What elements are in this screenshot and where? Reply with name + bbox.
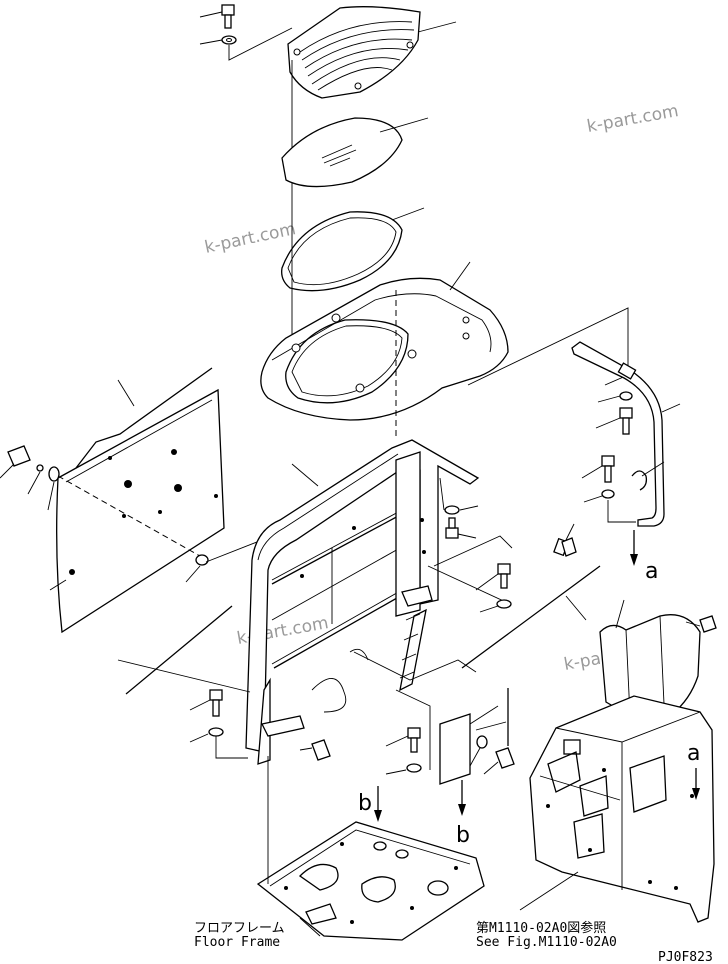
side-glass-frame [49, 388, 225, 634]
arrow-a-top: a [630, 530, 658, 584]
watermark-top-right: k-part.com [585, 101, 680, 137]
grille-cover [287, 6, 457, 99]
rail-bolt-line [607, 500, 636, 523]
rail-bolt-2 [581, 455, 615, 483]
rear-cover-bolt [685, 615, 717, 633]
side-dashed-line [57, 475, 201, 557]
arrow-a-console: a [687, 741, 700, 800]
rail-clip [631, 461, 665, 491]
window-seal [281, 207, 425, 292]
center-spring [399, 608, 427, 692]
svg-text:b: b [358, 791, 372, 816]
center-lower-bolt [385, 727, 421, 753]
rail-bolt-1 [595, 407, 633, 435]
rear-cover-panel [599, 599, 701, 717]
rail-outline-line [467, 307, 629, 386]
center-washer [444, 505, 479, 515]
svg-text:b: b [456, 823, 470, 848]
see-fig-label-en: See Fig.M1110-02A0 [476, 935, 617, 950]
hex-bolt-right [553, 523, 577, 557]
center-bracket [439, 705, 499, 785]
top-bolt-leader [228, 27, 293, 61]
center-bolt [445, 517, 477, 539]
center-lower-washer [385, 763, 422, 775]
side-knob [0, 445, 31, 479]
arrow-b-floor: b [358, 786, 382, 822]
break-line-2 [349, 648, 369, 661]
side-grommet [185, 554, 209, 583]
spring-line [353, 651, 477, 681]
grab-rail [571, 341, 681, 527]
frame-line-3 [433, 535, 513, 567]
top-bolt [199, 4, 235, 29]
svg-text:a: a [645, 559, 658, 584]
floor-frame-label-en: Floor Frame [194, 935, 280, 950]
svg-text:a: a [687, 741, 700, 766]
rail-washer-2 [583, 489, 615, 503]
left-lower-bolt [189, 689, 223, 717]
floor-frame-label-jp: フロアフレーム [194, 921, 285, 936]
left-lower-line [215, 736, 248, 759]
side-console [519, 695, 715, 923]
rail-washer-1 [597, 391, 633, 403]
left-rod [117, 605, 251, 695]
center-rod-small [475, 688, 509, 746]
glass-pane [281, 117, 429, 188]
side-ring [47, 466, 60, 511]
long-rod [461, 565, 601, 669]
mid-bolt [475, 563, 511, 591]
frame-line-2 [439, 477, 445, 511]
roof-cover [260, 261, 509, 421]
floor-frame [256, 821, 485, 941]
left-lower-washer [189, 727, 224, 743]
center-lower-line [395, 689, 431, 770]
side-link-line [205, 539, 263, 563]
side-top-rod [75, 367, 213, 469]
roll-frame [245, 439, 480, 765]
side-small-washer [27, 464, 44, 495]
left-hex-bolt [299, 739, 331, 761]
center-ring [469, 735, 488, 767]
top-washer [199, 35, 237, 45]
watermark-top-left: k-part.com [203, 219, 298, 258]
see-fig-label-jp: 第M1110-02A0図参照 [476, 920, 606, 936]
center-hex-bolt [483, 747, 515, 775]
figure-code: PJ0F823 [658, 950, 713, 964]
arrow-b-center: b [456, 780, 470, 848]
break-line-1 [311, 678, 347, 713]
mid-washer [479, 599, 512, 613]
frame-line-4 [427, 565, 511, 605]
